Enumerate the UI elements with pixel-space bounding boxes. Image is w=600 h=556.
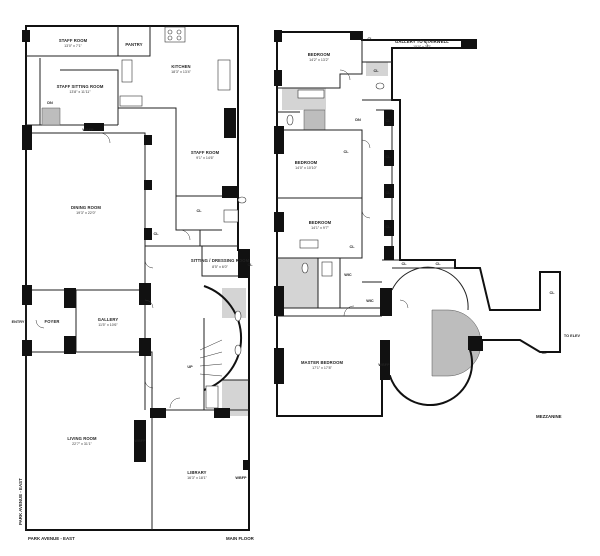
room-label: BEDROOM (309, 220, 332, 225)
closet-tag: CL (247, 263, 253, 267)
room-dims: 19'3" x 22'0" (76, 211, 96, 215)
curved-wall (203, 285, 243, 391)
bath-tile (222, 288, 246, 318)
closet-tag: CL (435, 262, 441, 266)
room-label: KITCHEN (171, 64, 190, 69)
room-label: LIBRARY (187, 470, 206, 475)
room-dims: 18'3" x 13'4" (171, 70, 191, 74)
bath-tile (278, 258, 318, 308)
room-label: GALLERY TO STAIRWELL (395, 39, 449, 44)
entry-tag: ENTRY (12, 320, 25, 324)
closet-tag: CL (349, 245, 355, 249)
closet-tag: CL (401, 262, 407, 266)
elevator-tag: TO ELEV (564, 334, 581, 338)
room-label: LIVING ROOM (67, 436, 97, 441)
mezzanine-floor: BEDROOM 14'2" x 13'2" GALLERY TO STAIRWE… (274, 30, 581, 419)
main-stairs (41, 107, 223, 377)
room-dims: 17'1" x 17'8" (312, 366, 332, 370)
room-dims: 9'1" x 14'6" (196, 156, 214, 160)
up-tag: UP (187, 365, 193, 369)
room-label: MASTER BEDROOM (301, 360, 344, 365)
mezz-pillars (274, 30, 482, 384)
room-dims: 8'5" x 6'0" (212, 265, 228, 269)
room-dims: 22'7" x 31'1" (72, 442, 92, 446)
wbfp-tag: WBFP (134, 439, 146, 443)
street-label: PARK AVENUE - EAST (28, 536, 75, 541)
closet-tag: CL (385, 119, 391, 123)
mezz-outer-wall (276, 31, 561, 417)
wic-tag: WIC (366, 299, 374, 303)
bath-tile (366, 62, 388, 76)
room-label: STAFF SITTING ROOM (57, 84, 104, 89)
closet-tag: CL (385, 191, 391, 195)
room-label: BEDROOM (308, 52, 331, 57)
wic-tag: WIC (344, 273, 352, 277)
closet-tag: CL (541, 351, 547, 355)
room-label: STAFF ROOM (191, 150, 220, 155)
wbfp-tag: WBFP (235, 476, 247, 480)
closet-tag: CL (343, 150, 349, 154)
room-dims: 13'0" x 7'1" (64, 44, 82, 48)
room-dims: 13'8" x 11'11" (69, 90, 91, 94)
room-dims: 11'5" x 10'6" (98, 323, 118, 327)
mezz-stairs (303, 109, 326, 131)
wbfp-tag: WBFP (82, 128, 94, 132)
wbfp-tag: WBFP (378, 363, 390, 367)
room-label: BEDROOM (295, 160, 318, 165)
room-label: DINING ROOM (71, 205, 101, 210)
closet-tag: CL (385, 225, 391, 229)
dn-tag: DN (355, 118, 361, 122)
room-dims: 16'3" x 18'1" (187, 476, 207, 480)
main-pillars (22, 30, 249, 470)
mezz-fixtures (286, 82, 385, 277)
closet-tag: CL (385, 155, 391, 159)
kitchen-fixtures (119, 26, 247, 409)
street-label-vertical: PARK AVENUE - EAST (18, 478, 23, 525)
closet-tag: CL (373, 69, 379, 73)
room-label: STAFF ROOM (59, 38, 88, 43)
closet-tag: CL (196, 209, 202, 213)
room-dims: 14'0" x 10'10" (295, 166, 317, 170)
main-floor: STAFF ROOM 13'0" x 7'1" PANTRY KITCHEN 1… (12, 25, 255, 541)
room-label: FOYER (45, 319, 60, 324)
room-label: SITTING / DRESSING ROOM (191, 258, 250, 263)
room-dims: 14'2" x 13'2" (309, 58, 329, 62)
room-dims: 15'0" x 3'2" (413, 45, 431, 49)
room-label: GALLERY (98, 317, 119, 322)
room-dims: 14'1" x 9'7" (311, 226, 329, 230)
closet-tag: CL (153, 232, 159, 236)
dn-tag: DN (47, 101, 53, 105)
closet-tag: CL (549, 291, 555, 295)
closet-tag: CL (367, 37, 373, 41)
floor-label-mezzanine: MEZZANINE (536, 414, 562, 419)
mezz-doors (339, 39, 429, 317)
floor-label-main: MAIN FLOOR (226, 536, 255, 541)
main-doors (35, 132, 191, 409)
room-label: PANTRY (125, 42, 142, 47)
